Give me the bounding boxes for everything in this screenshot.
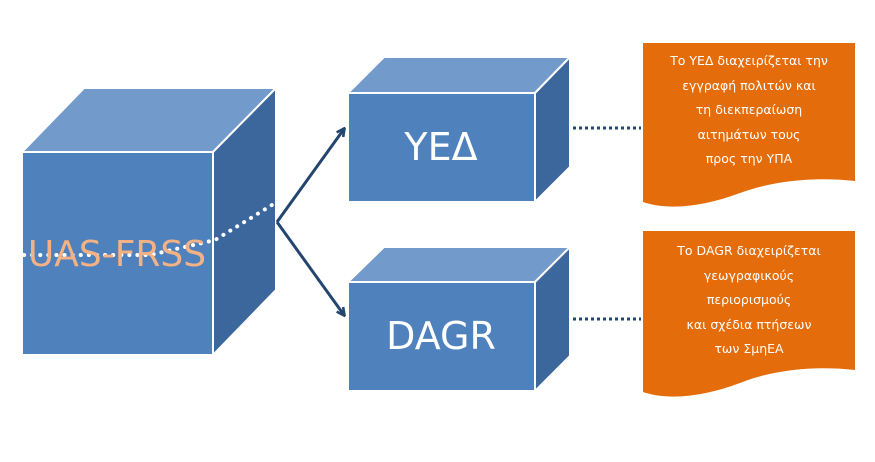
yed-note-line: εγγραφή πολιτών και	[682, 77, 816, 93]
dagr-note-line: περιορισμούς	[706, 292, 792, 307]
main-box-dotted-line	[22, 203, 274, 257]
arrow-to-dagr	[275, 221, 344, 315]
yed-note-line: τη διεκπεραίωση	[695, 102, 803, 117]
yed-note-line: Το ΥΕΔ διαχειρίζεται την	[670, 53, 828, 68]
yed-note-line: προς την ΥΠΑ	[705, 151, 793, 166]
yed-note-text: Το ΥΕΔ διαχειρίζεται την εγγραφή πολιτών…	[643, 49, 855, 172]
dagr-note-shape	[643, 231, 855, 397]
dagr-note-line: γεωγραφικούς	[703, 267, 795, 283]
yed-note-line: αιτημάτων τους	[697, 126, 801, 142]
dagr-box-label: DAGR	[386, 314, 496, 358]
main-box: UAS-FRSS	[19, 85, 279, 358]
yed-box-front	[347, 92, 536, 203]
yed-note-shape	[643, 43, 855, 207]
dagr-note-text: Το DAGR διαχειρίζεται γεωγραφικούς περιο…	[643, 239, 855, 362]
dagr-box-top	[345, 246, 573, 283]
yed-box: ΥΕΔ	[345, 54, 573, 205]
dagr-box-front	[347, 281, 536, 392]
main-box-label: UAS-FRSS	[28, 234, 206, 275]
dagr-note-line: των ΣμηΕΑ	[714, 341, 784, 356]
arrow-to-yed	[275, 129, 344, 223]
dagr-box: DAGR	[345, 244, 573, 394]
main-box-front	[21, 151, 214, 356]
dagr-note-line: και σχέδια πτήσεων	[686, 316, 812, 332]
yed-box-label: ΥΕΔ	[403, 125, 477, 169]
dagr-note-line: Το DAGR διαχειρίζεται	[677, 243, 821, 258]
yed-box-top	[345, 56, 573, 94]
